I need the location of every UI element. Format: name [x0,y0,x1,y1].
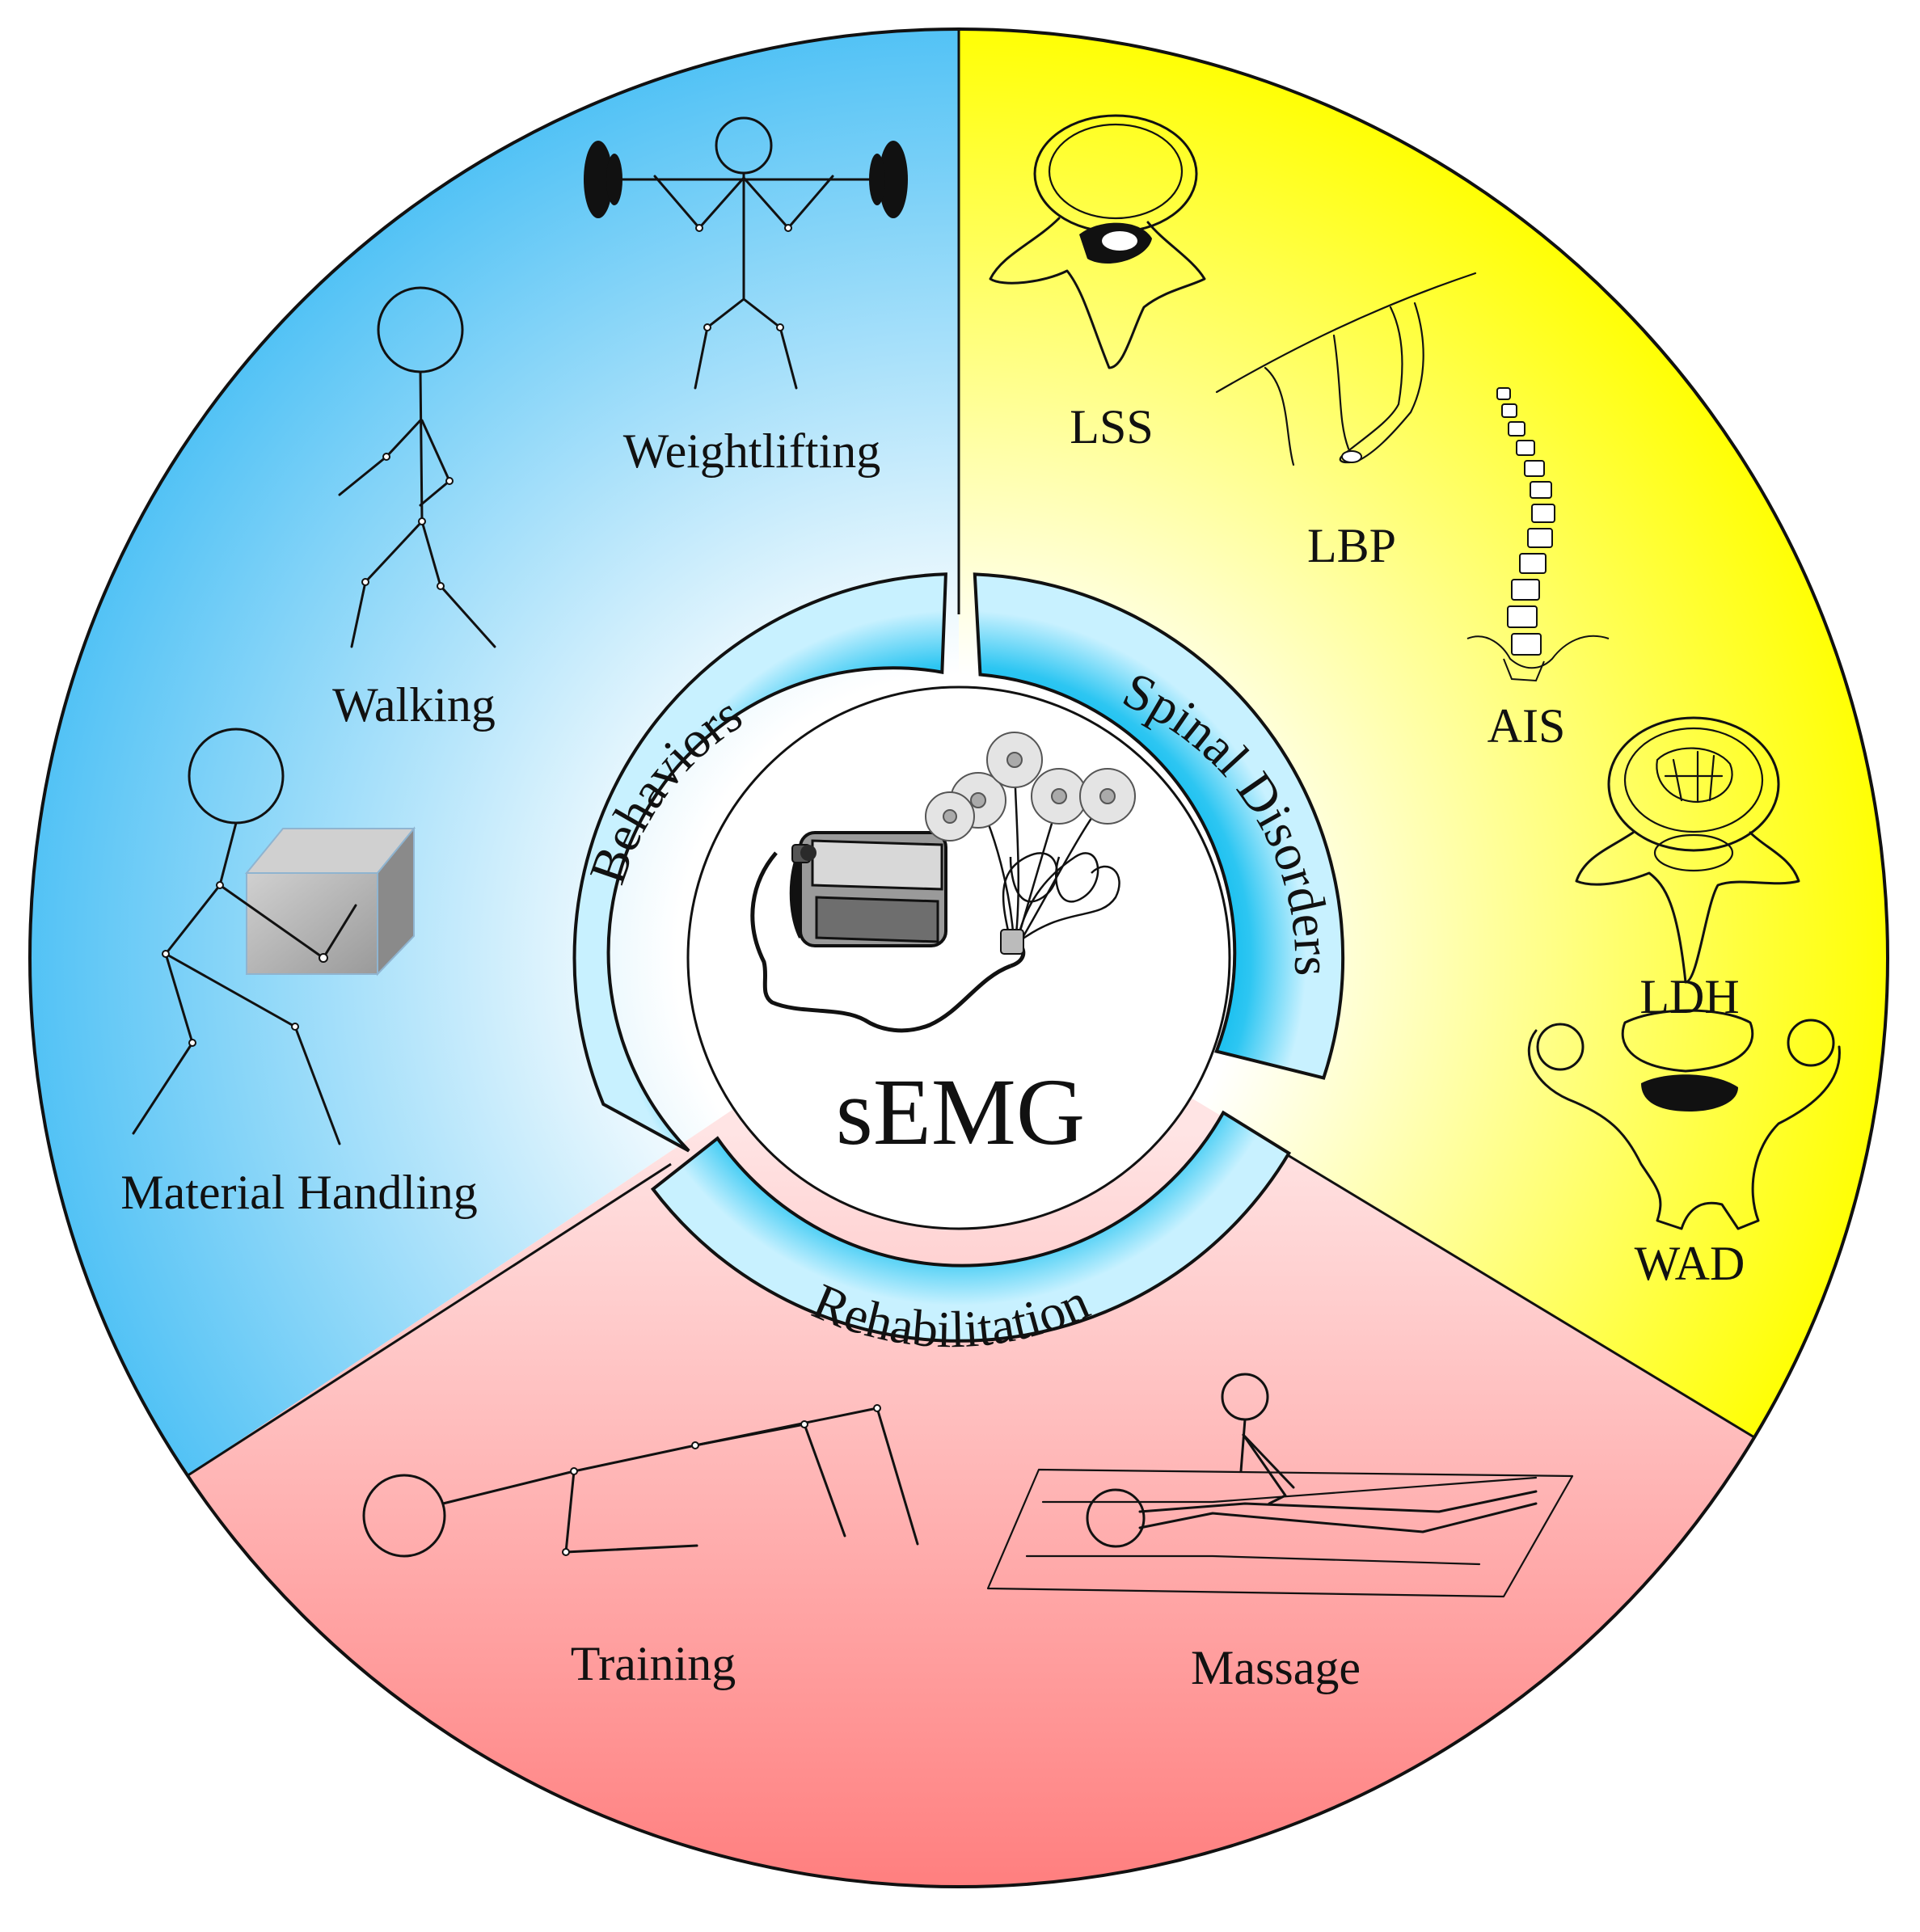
walking-icon [338,286,496,648]
training-icon [362,1404,919,1558]
ais-spine-icon [1466,387,1610,682]
spinal-disorders-ring-segment [973,572,1345,1080]
wad-vertebra-icon [1527,1009,1841,1230]
sector-dividers [186,29,1755,1478]
category-ring [572,572,1345,1343]
lbp-label: LBP [1307,519,1396,572]
training-label: Training [571,1637,736,1690]
walking-label: Walking [332,678,496,732]
semg-device-icon [750,831,1026,1033]
rehabilitation-ring-segment [650,1110,1292,1343]
ldh-label: LDH [1639,970,1739,1023]
electrode-pads-icon [925,732,1136,842]
lss-vertebra-icon [989,114,1206,369]
center-title: sEMG [836,1059,1085,1165]
massage-label: Massage [1191,1641,1361,1694]
wad-label: WAD [1635,1237,1745,1290]
massage-icon [986,1373,1574,1598]
ldh-vertebra-icon [1575,716,1800,984]
behaviors-ring-segment [572,572,947,1153]
outer-circle-outline [28,27,1889,1888]
lss-label: LSS [1070,400,1153,453]
weightlifting-icon [584,116,908,390]
center-disc [686,685,1231,1230]
behaviors-sector [30,29,960,1476]
weightlifting-label: Weightlifting [623,424,880,478]
rehabilitation-sector [187,958,1755,1888]
ais-label: AIS [1487,699,1566,753]
material-handling-icon [132,728,416,1145]
material-handling-label: Material Handling [120,1166,478,1219]
lbp-back-icon [1215,272,1477,466]
